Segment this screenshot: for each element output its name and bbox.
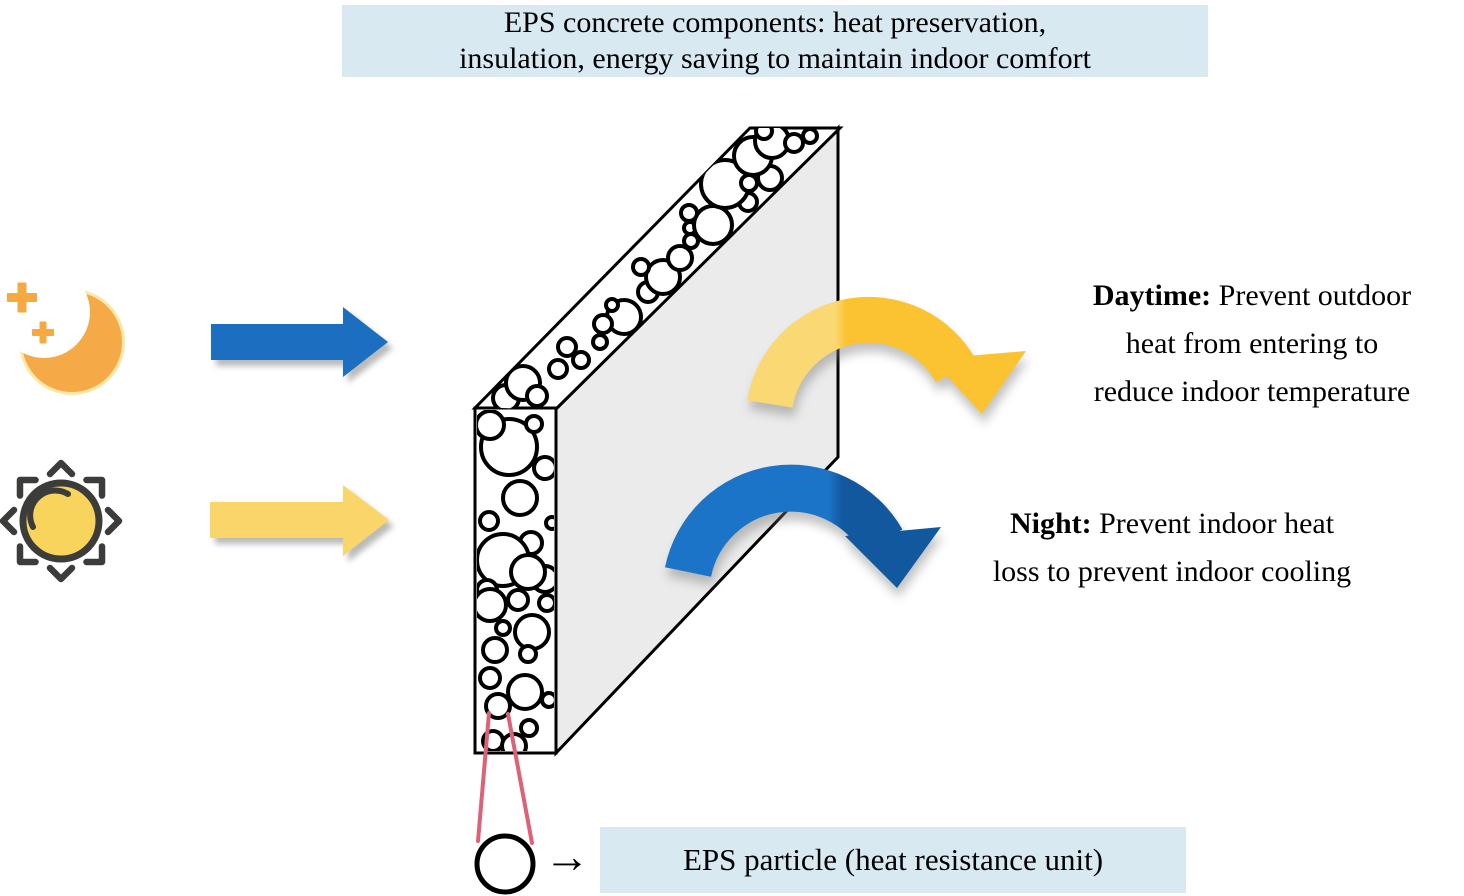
sun-ray-icon <box>104 506 123 536</box>
eps-particle-circle <box>494 619 512 637</box>
moon-icon <box>7 282 125 395</box>
eps-particles-top-band <box>491 128 819 410</box>
eps-particle-circle <box>571 350 591 370</box>
eps-particle-circle <box>478 510 500 532</box>
eps-particle-circle <box>547 358 569 380</box>
eps-particle-circle <box>591 333 609 351</box>
eps-particle-circle <box>604 297 620 313</box>
night-line-1: Prevent indoor heat <box>1091 507 1335 540</box>
daytime-callout-text: Daytime: Prevent outdoor heat from enter… <box>1038 272 1464 416</box>
eps-particle-circle <box>739 173 759 193</box>
moon-body <box>22 292 122 392</box>
eps-particle-circle <box>783 132 805 154</box>
sun-ray-icon <box>16 543 39 566</box>
night-reflect-arrow <box>664 464 941 588</box>
eps-wall <box>471 124 844 757</box>
eps-particle-circle <box>544 515 554 531</box>
eps-particle-circle <box>484 692 512 720</box>
night-callout-text: Night: Prevent indoor heat loss to preve… <box>928 500 1416 596</box>
night-inflow-arrow <box>211 307 388 377</box>
legend-label: EPS particle (heat resistance unit) <box>600 827 1186 893</box>
eps-particle-circle <box>481 636 509 664</box>
daytime-line-1: Prevent outdoor <box>1211 279 1412 312</box>
eps-particle-circle <box>537 593 554 613</box>
eps-particle-circle <box>513 613 551 651</box>
daytime-reflect-arrowhead <box>931 351 1026 414</box>
eps-particle-circle <box>631 257 651 277</box>
night-label: Night: <box>1009 507 1092 540</box>
eps-particle-circle <box>478 666 502 690</box>
daytime-reflect-arrow <box>747 296 1026 414</box>
sparkle-plus-icon <box>17 282 27 313</box>
eps-particle-circle <box>506 588 530 612</box>
night-line-2: loss to prevent indoor cooling <box>992 555 1352 588</box>
diagram-title: EPS concrete components: heat preservati… <box>342 5 1208 77</box>
sun-body <box>19 479 103 563</box>
sun-ray-icon <box>0 506 18 536</box>
eps-particle-circle <box>518 644 538 664</box>
eps-particle-circle <box>540 691 554 709</box>
night-reflect-arc <box>664 464 903 578</box>
eps-particles-left-band <box>477 410 554 751</box>
eps-particle-circle <box>754 128 774 141</box>
legend-particle-circle <box>474 833 536 895</box>
eps-particle-circle <box>524 414 544 434</box>
sparkle-plus-icon <box>39 321 47 344</box>
legend-arrow-icon: → <box>544 831 590 882</box>
sun-ray-icon <box>16 476 39 499</box>
eps-particle-circle <box>801 128 819 145</box>
sun-ray-icon <box>46 564 76 583</box>
eps-particle-circle <box>519 718 539 738</box>
day-inflow-arrow <box>210 485 389 556</box>
particle-callout-lines <box>476 711 534 845</box>
eps-particle-circle <box>525 384 549 408</box>
night-reflect-arrowhead <box>845 527 941 588</box>
eps-particle-circle <box>532 455 554 481</box>
daytime-label: Daytime: <box>1092 279 1212 312</box>
title-line-2: insulation, energy saving to maintain in… <box>459 42 1091 75</box>
daytime-line-2: heat from entering to <box>1125 327 1379 360</box>
daytime-reflect-arc <box>747 296 977 409</box>
sun-highlight <box>27 487 71 530</box>
title-line-1: EPS concrete components: heat preservati… <box>503 6 1047 39</box>
eps-particle-circle <box>509 553 547 591</box>
sun-ray-icon <box>83 543 106 566</box>
eps-particle-circle <box>477 410 506 441</box>
callout-line-left <box>476 711 491 843</box>
daytime-line-3: reduce indoor temperature <box>1093 375 1411 408</box>
eps-particle-circle <box>506 673 544 711</box>
moon-sparkles <box>7 282 54 344</box>
eps-particle-circle <box>556 336 578 358</box>
sun-rays <box>0 459 123 583</box>
callout-line-right <box>506 712 534 845</box>
sun-ray-icon <box>83 476 106 499</box>
eps-particle-circle <box>592 313 614 335</box>
eps-particle-circle <box>477 587 508 623</box>
sun-ray-icon <box>46 459 76 478</box>
sun-icon <box>0 459 123 583</box>
eps-particle-circle <box>679 203 699 223</box>
eps-particle-circle <box>501 479 539 517</box>
eps-particle-circle <box>666 244 694 272</box>
eps-particle-circle <box>692 204 734 246</box>
